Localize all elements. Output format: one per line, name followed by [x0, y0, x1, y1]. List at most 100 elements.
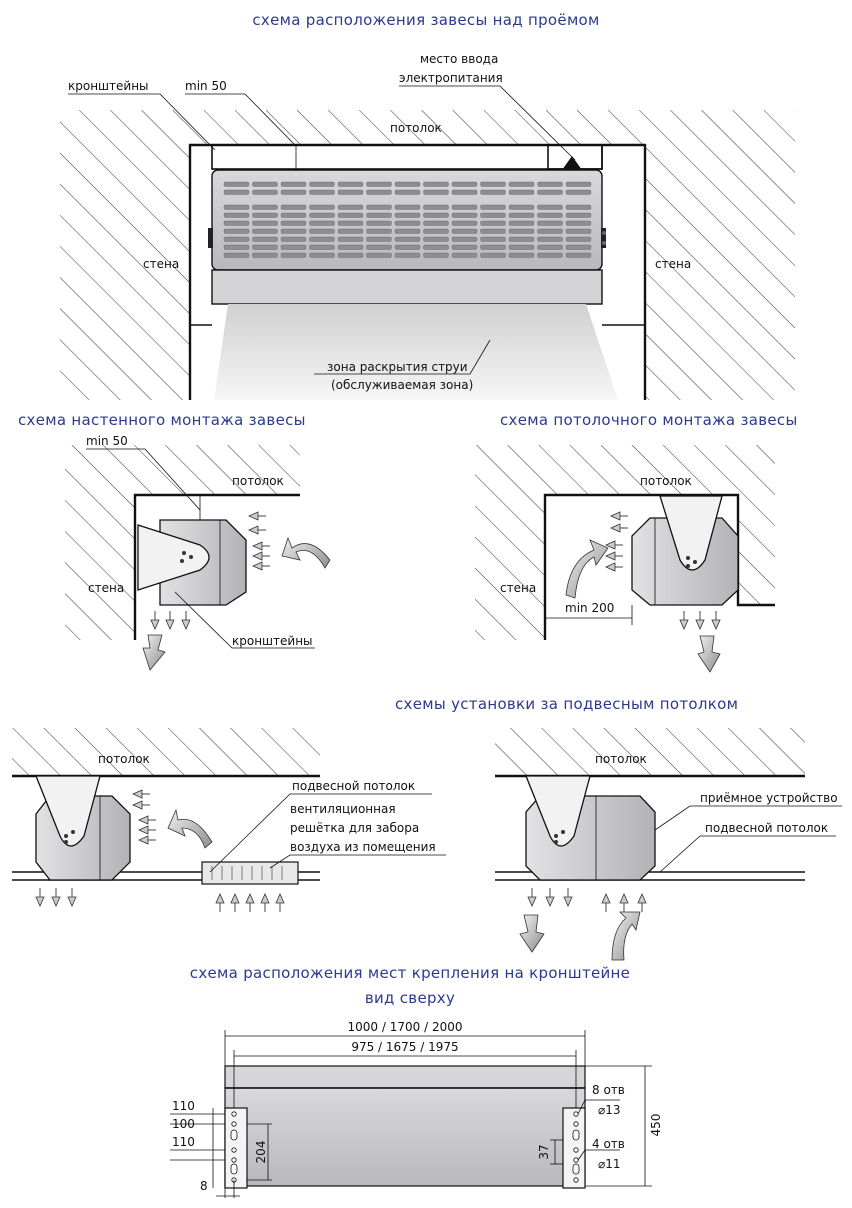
grille-slot — [508, 212, 535, 218]
grille-slot — [537, 212, 563, 218]
label-ceiling-5: потолок — [595, 752, 647, 766]
label-grille-line3: воздуха из помещения — [290, 840, 436, 854]
suspended-left-arrows — [35, 789, 285, 913]
grille-slot — [480, 189, 506, 195]
grille-slot — [280, 236, 307, 242]
grille-slot — [537, 181, 563, 187]
grille-slot — [480, 236, 506, 242]
grille-slot — [280, 228, 307, 234]
grille-slot — [337, 228, 364, 234]
title-brackets-line2: вид сверху — [365, 989, 455, 1007]
wall-mount-arrows — [142, 511, 331, 671]
ventilation-grille — [201, 861, 299, 885]
dim-d13: ⌀13 — [598, 1103, 621, 1117]
grille-slot — [280, 204, 307, 210]
grille-slot — [451, 244, 478, 250]
suspended-left-unit — [35, 775, 131, 881]
wall-mount-unit — [137, 519, 247, 606]
leaders-2 — [86, 448, 315, 649]
grille-slot — [337, 220, 364, 226]
grille-slot — [309, 228, 335, 234]
label-suspended-ceiling-2: подвесной потолок — [705, 821, 828, 835]
grille-slot — [508, 204, 535, 210]
grille-slot — [423, 244, 449, 250]
grille-slot — [337, 189, 364, 195]
grille-slot — [280, 220, 307, 226]
grille-slot — [537, 252, 563, 258]
grille-slot — [508, 244, 535, 250]
dim-8: 8 — [200, 1179, 208, 1193]
label-min200: min 200 — [565, 601, 614, 615]
grille-slot — [366, 220, 392, 226]
title-opening: схема расположения завесы над проёмом — [252, 11, 599, 29]
grille-slot — [366, 189, 392, 195]
grille-slot — [223, 212, 250, 218]
title-wall-mount: схема настенного монтажа завесы — [18, 411, 306, 429]
ceiling-mount-arrows — [565, 511, 721, 673]
grille-slot — [565, 189, 592, 195]
grille-slot — [565, 252, 592, 258]
grille-slot — [309, 244, 335, 250]
grille-slot — [223, 189, 250, 195]
grille-slot — [394, 181, 421, 187]
grille-slot — [309, 189, 335, 195]
label-intake: приёмное устройство — [700, 791, 838, 805]
top-view-dim-lines — [170, 1030, 652, 1198]
power-inlet — [562, 156, 582, 170]
grille-slot — [508, 236, 535, 242]
title-suspended: схемы установки за подвесным потолком — [395, 695, 738, 713]
bracket-right — [562, 1107, 586, 1189]
label-min50-1: min 50 — [185, 79, 227, 93]
grille-slot — [252, 181, 278, 187]
label-wall-left-1: стена — [143, 257, 179, 271]
grille-slot — [451, 189, 478, 195]
grille-slot — [309, 181, 335, 187]
grille-slot — [223, 181, 250, 187]
wall-mount-hatch — [65, 445, 300, 640]
leaders-4 — [209, 793, 446, 873]
ceiling-mount-hatch — [475, 445, 775, 640]
grille-slot — [394, 244, 421, 250]
grille-slot — [537, 204, 563, 210]
grille-slot — [537, 189, 563, 195]
grille-slot — [451, 181, 478, 187]
grille-slot — [280, 252, 307, 258]
grille-slot — [537, 236, 563, 242]
label-ceiling-1: потолок — [390, 121, 442, 135]
grille-slot — [423, 181, 449, 187]
label-brackets-2: кронштейны — [232, 634, 313, 648]
grille-slot — [423, 252, 449, 258]
grille-slot — [508, 181, 535, 187]
grille-slot — [252, 189, 278, 195]
grille-slot — [366, 212, 392, 218]
grille-slot — [394, 204, 421, 210]
grille-slot — [280, 181, 307, 187]
label-power-line2: электропитания — [399, 71, 503, 85]
title-ceiling-mount: схема потолочного монтажа завесы — [500, 411, 798, 429]
label-wall-2: стена — [88, 581, 124, 595]
grille-slot — [223, 228, 250, 234]
grille-slot — [423, 204, 449, 210]
label-wall-right-1: стена — [655, 257, 691, 271]
grille-slot — [565, 244, 592, 250]
grille-slot — [394, 212, 421, 218]
grille-slot — [280, 189, 307, 195]
grille-slot — [451, 212, 478, 218]
grille-slot — [309, 212, 335, 218]
grille-slot — [223, 252, 250, 258]
grille-slot — [394, 228, 421, 234]
label-grille-line1: вентиляционная — [290, 802, 396, 816]
dim-h450: 450 — [649, 1114, 663, 1137]
grille-slot — [480, 228, 506, 234]
dim-100: 100 — [172, 1117, 195, 1131]
grille-slot — [565, 204, 592, 210]
grille-slot — [480, 252, 506, 258]
grille-slot — [423, 228, 449, 234]
top-view-unit — [224, 1065, 586, 1187]
grille-slot — [366, 181, 392, 187]
grille-slot — [252, 244, 278, 250]
grille-slot — [337, 204, 364, 210]
grille-slot — [309, 236, 335, 242]
grille-slot — [423, 189, 449, 195]
